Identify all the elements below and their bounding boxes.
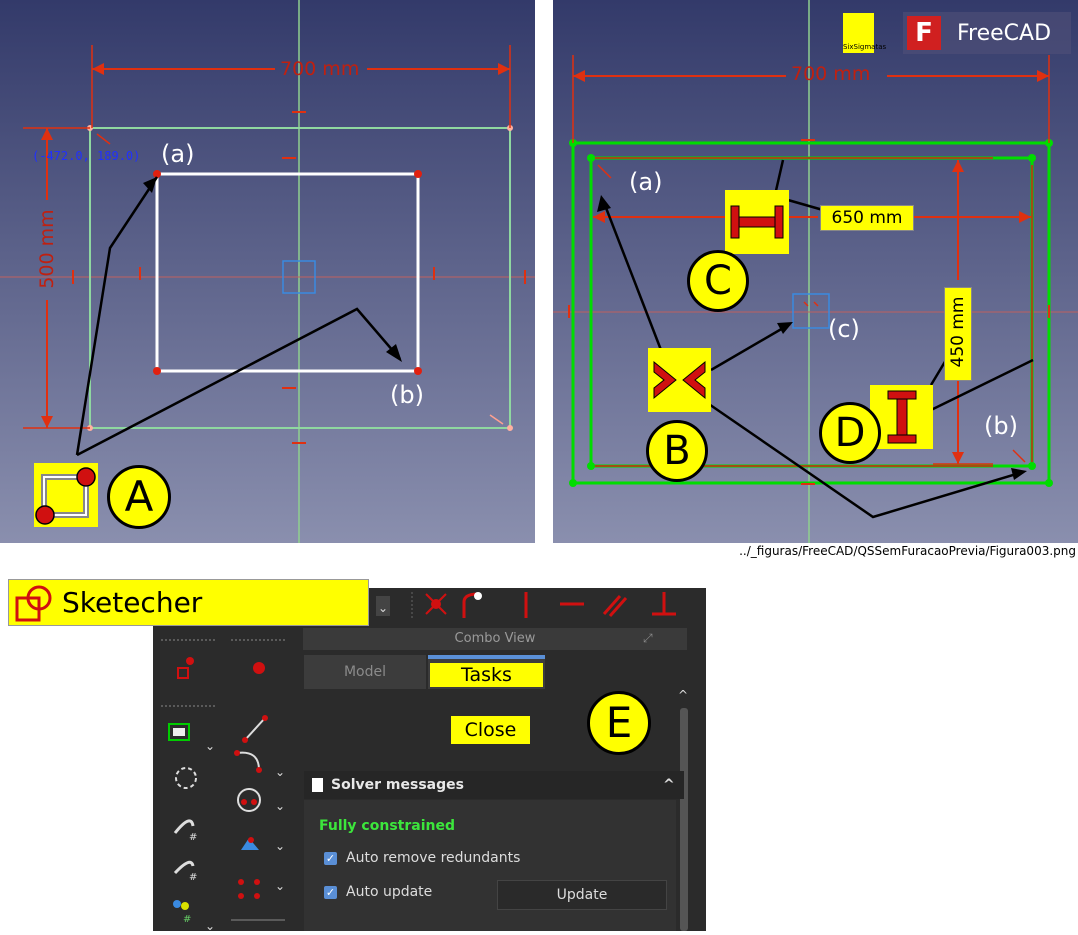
constraint-toolbar: ⌄	[368, 588, 706, 624]
origin-marker	[792, 293, 830, 329]
dim-vertical-label: 450 mm	[944, 287, 972, 381]
label-c: (c)	[828, 315, 860, 343]
freecad-badge: F FreeCAD	[903, 12, 1071, 54]
svg-text:⌄: ⌄	[275, 879, 285, 893]
active-tab-indicator	[428, 655, 545, 659]
perpendicular-constraint-icon	[652, 592, 676, 616]
label-b: (b)	[984, 412, 1018, 440]
circle-tool-icon	[237, 788, 261, 812]
solver-status: Fully constrained	[319, 818, 455, 834]
sixsigmatas-logo: SixSigmatas	[843, 13, 886, 53]
left-viewport[interactable]: 700 mm 500 mm (-472.0, 189.0) (a) (b) A	[0, 0, 535, 543]
label-a: (a)	[629, 168, 663, 196]
polyline-tool-icon	[241, 837, 259, 850]
parallel-constraint-icon	[602, 595, 628, 617]
vertex-point	[153, 367, 161, 375]
freecad-title: FreeCAD	[957, 21, 1052, 46]
svg-text:⌄: ⌄	[378, 601, 388, 615]
badge-a: A	[107, 465, 171, 529]
dim-top-label: 700 mm	[280, 58, 360, 80]
freecad-logo-icon: F	[907, 16, 941, 50]
sketcher-workbench-label: Sketecher	[8, 579, 369, 626]
right-viewport-canvas	[553, 0, 1078, 543]
svg-text:⌄: ⌄	[205, 739, 215, 753]
bspline-tool-icon	[238, 879, 260, 899]
svg-text:⌄: ⌄	[275, 765, 285, 779]
badge-c: C	[687, 250, 749, 312]
solver-messages-header[interactable]: Solver messages ^	[304, 771, 684, 799]
document-icon	[312, 778, 323, 792]
svg-text:⌄: ⌄	[205, 919, 215, 931]
rectangle-tool-icon	[168, 723, 190, 741]
svg-text:#: #	[189, 872, 197, 883]
scroll-up-arrow[interactable]: ^	[678, 688, 689, 702]
label-b: (b)	[390, 381, 424, 409]
view-sketch-icon	[177, 657, 194, 679]
tab-tasks-label: Tasks	[430, 663, 543, 687]
dim-horizontal-label: 650 mm	[820, 205, 914, 231]
solver-messages-title: Solver messages	[331, 777, 464, 793]
outer-rectangle	[89, 127, 511, 429]
figure-caption: ../_figuras/FreeCAD/QSSemFuracaoPrevia/F…	[739, 544, 1076, 558]
combo-view-title: Combo View	[303, 628, 687, 650]
sketcher-workbench-icon	[15, 585, 52, 622]
badge-b: B	[646, 420, 708, 482]
auto-remove-checkbox[interactable]: ✓	[324, 852, 337, 865]
sketcher-toolbar-left: ⌄ ⌄ ⌄ # ⌄ # ⌄ # ⌄	[153, 628, 293, 933]
label-a: (a)	[161, 140, 195, 168]
carbon-copy-icon: #	[173, 860, 197, 883]
rectangle-tool-icon	[34, 463, 98, 527]
right-viewport[interactable]: SixSigmatas F FreeCAD 700 mm 650 mm 450 …	[553, 0, 1078, 543]
line-tool-icon	[242, 715, 268, 743]
badge-e: E	[587, 691, 651, 755]
auto-update-label: Auto update	[346, 884, 433, 900]
svg-text:⌄: ⌄	[275, 839, 285, 853]
sketcher-workbench-title: Sketecher	[62, 586, 203, 619]
auto-remove-label: Auto remove redundants	[346, 850, 521, 866]
svg-text:#: #	[183, 914, 191, 925]
badge-d: D	[819, 402, 881, 464]
update-button[interactable]: Update	[497, 880, 667, 910]
point-on-object-icon	[462, 592, 482, 618]
arc-tool-icon	[234, 750, 262, 773]
origin-marker	[282, 260, 316, 294]
symmetric-constraint-icon	[648, 348, 711, 412]
vertex-point	[507, 425, 513, 431]
collapse-icon[interactable]: ^	[663, 777, 675, 793]
coincident-icon	[425, 593, 447, 615]
tab-tasks[interactable]: Tasks	[428, 655, 545, 689]
expand-icon[interactable]: ⤢	[643, 631, 653, 645]
point-tool-icon	[253, 662, 265, 674]
vertex-point	[414, 170, 422, 178]
scrollbar[interactable]	[680, 708, 688, 931]
inner-rectangle	[155, 172, 420, 373]
svg-text:⌄: ⌄	[275, 799, 285, 813]
svg-text:#: #	[189, 832, 197, 843]
horizontal-distance-icon	[725, 190, 789, 254]
external-geometry-icon: #	[173, 819, 197, 843]
construction-mode-icon	[175, 767, 197, 789]
close-button[interactable]: Close	[451, 716, 530, 744]
coords-readout: (-472.0, 189.0)	[32, 149, 141, 163]
vertex-point	[414, 367, 422, 375]
dim-left-label: 500 mm	[36, 209, 58, 289]
auto-update-checkbox[interactable]: ✓	[324, 886, 337, 899]
external-edge-icon: #	[173, 900, 191, 925]
tab-model[interactable]: Model	[304, 655, 426, 689]
vertex-point	[153, 170, 161, 178]
dim-top-label: 700 mm	[791, 63, 871, 85]
left-viewport-canvas	[0, 0, 535, 543]
